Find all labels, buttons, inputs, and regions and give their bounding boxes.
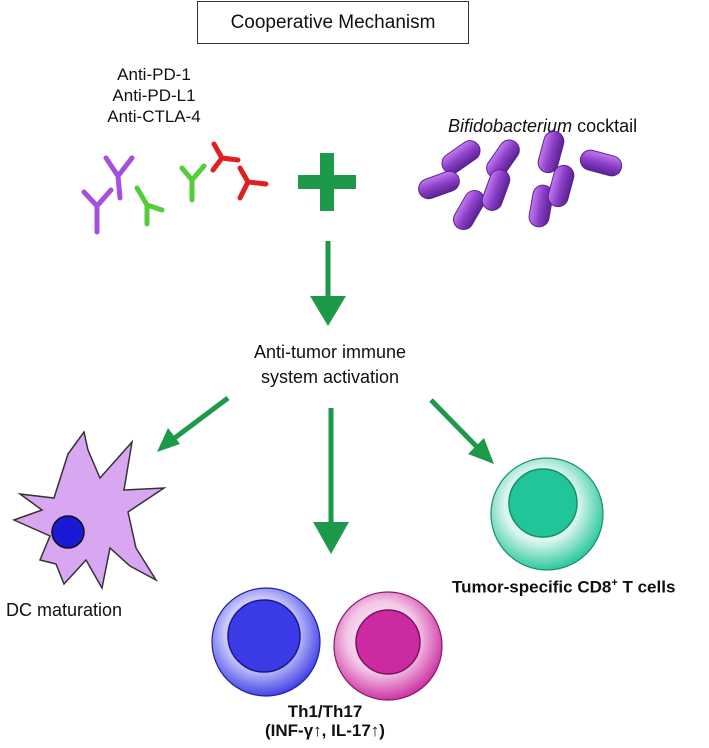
arrow-to-dc bbox=[157, 396, 230, 452]
checkpoint-inhibitor-list: Anti-PD-1 Anti-PD-L1 Anti-CTLA-4 bbox=[84, 64, 224, 127]
arrow-to-cd8 bbox=[429, 398, 494, 464]
th-label-line-1: Th1/Th17 bbox=[287, 702, 363, 721]
bacteria-group bbox=[418, 130, 623, 231]
drug-anti-pd-l1: Anti-PD-L1 bbox=[112, 86, 196, 105]
bacterium bbox=[547, 164, 575, 208]
plus-icon bbox=[298, 153, 356, 211]
activation-line-1: Anti-tumor immune bbox=[253, 342, 407, 362]
dc-nucleus bbox=[51, 515, 85, 549]
antibody-purple-2 bbox=[103, 155, 135, 201]
th1-cell bbox=[211, 587, 321, 697]
antibody-red-1 bbox=[210, 141, 241, 173]
bacterium bbox=[537, 130, 565, 174]
bacterium bbox=[453, 189, 485, 231]
title-box: Cooperative Mechanism bbox=[197, 1, 469, 44]
activation-label: Anti-tumor immune system activation bbox=[200, 340, 460, 390]
antibody-purple-1 bbox=[81, 187, 114, 235]
cd8-label-text: Tumor-specific CD8 bbox=[452, 577, 612, 597]
th-label-line-2: (INF-γ↑, IL-17↑) bbox=[265, 721, 385, 740]
dendritic-cell bbox=[11, 430, 167, 591]
bacterium bbox=[579, 149, 623, 177]
antibody-group bbox=[81, 141, 269, 235]
cocktail-word: cocktail bbox=[572, 116, 638, 136]
activation-line-2: system activation bbox=[260, 367, 400, 387]
bacterium bbox=[441, 140, 481, 174]
bacterium bbox=[481, 169, 511, 211]
bacterium bbox=[528, 184, 554, 228]
cd8-t-cell bbox=[490, 457, 604, 571]
cd8-label-suffix: T cells bbox=[617, 577, 676, 597]
drug-anti-ctla-4: Anti-CTLA-4 bbox=[107, 107, 201, 126]
arrow-down-main bbox=[310, 241, 346, 326]
th1-nucleus bbox=[227, 599, 301, 673]
antibody-green-2 bbox=[179, 163, 207, 203]
th1-th17-label: Th1/Th17 (INF-γ↑, IL-17↑) bbox=[200, 702, 450, 740]
drug-anti-pd-1: Anti-PD-1 bbox=[117, 65, 191, 84]
antibody-green-1 bbox=[134, 185, 165, 227]
bacteria-genus: Bifidobacterium bbox=[448, 116, 573, 136]
arrow-to-th bbox=[313, 408, 349, 554]
cd8-t-cell-label: Tumor-specific CD8+ T cells bbox=[452, 577, 675, 598]
antibody-red-2 bbox=[237, 165, 269, 201]
dc-maturation-label: DC maturation bbox=[6, 600, 123, 620]
cd8-superscript: + bbox=[611, 577, 618, 589]
cd8-nucleus bbox=[508, 468, 578, 538]
diagram-title: Cooperative Mechanism bbox=[230, 11, 436, 33]
th17-nucleus bbox=[355, 609, 421, 675]
bacteria-cocktail-label: Bifidobacterium cocktail bbox=[448, 116, 637, 137]
bacterium bbox=[418, 170, 460, 200]
dc-body bbox=[11, 430, 167, 591]
th17-cell bbox=[333, 591, 443, 701]
